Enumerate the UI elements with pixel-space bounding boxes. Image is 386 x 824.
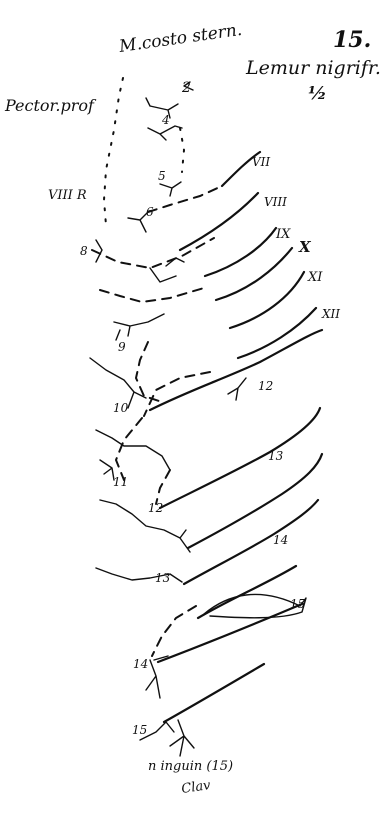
nerve-6-main bbox=[148, 186, 222, 212]
rib-vii bbox=[222, 152, 260, 186]
nerve-inguin-branch bbox=[170, 720, 194, 756]
nerve-10-dash bbox=[136, 342, 162, 402]
rib-xi bbox=[230, 272, 304, 328]
scale-label: ½ bbox=[308, 83, 327, 104]
nerve-number-13-inner: 13 bbox=[155, 571, 171, 585]
rib-xii bbox=[238, 308, 316, 358]
nerve-costo-stern-dots bbox=[104, 78, 123, 225]
rib-ix bbox=[205, 228, 276, 276]
nerve-number-12-outer: 12 bbox=[258, 379, 273, 393]
nerve-13-branch bbox=[100, 500, 190, 552]
nerve-number-14-inner: 14 bbox=[133, 657, 148, 671]
nerve-number-15-inner: 15 bbox=[132, 723, 147, 737]
label-clav: Clav bbox=[180, 778, 212, 797]
nerve-number-14-outer: 14 bbox=[273, 533, 288, 547]
label-viii-r: VIII R bbox=[48, 188, 87, 203]
figure-number: 15. bbox=[333, 27, 371, 53]
nerve-number-10: 10 bbox=[113, 401, 129, 415]
rib-label-xi: XI bbox=[307, 270, 323, 285]
nerve-12-branch bbox=[228, 378, 246, 400]
nerve-4-dots bbox=[180, 128, 184, 172]
rib-label-x: X bbox=[298, 238, 312, 256]
label-pector-prof: Pector.prof bbox=[4, 96, 97, 115]
nerve-number-5: 5 bbox=[158, 169, 166, 183]
rib-viii bbox=[180, 193, 258, 250]
nerve-11-dash bbox=[144, 372, 210, 416]
nerve-8-dash bbox=[92, 238, 214, 268]
rib-label-viii: VIII bbox=[264, 195, 287, 209]
nerve-5-branch bbox=[160, 182, 181, 196]
rib-13 bbox=[160, 408, 320, 508]
nerve-14-dash bbox=[152, 606, 196, 656]
rib-x bbox=[216, 248, 292, 300]
nerve-inguin bbox=[164, 664, 264, 722]
nerve-12-dash bbox=[116, 418, 142, 480]
label-m-costo-stern: M.costo stern. bbox=[117, 20, 243, 57]
nerve-9-dash bbox=[100, 288, 204, 302]
rib-15-lower bbox=[158, 604, 302, 662]
nerve-4-branch bbox=[148, 126, 182, 140]
rib-label-ix: IX bbox=[275, 227, 291, 242]
species-label: Lemur nigrifr. bbox=[245, 57, 381, 79]
rib-14 bbox=[188, 454, 322, 548]
nerve-13-dash bbox=[156, 470, 170, 504]
rib-label-xii: XII bbox=[321, 307, 340, 321]
nerve-number-11: 11 bbox=[113, 475, 128, 489]
nerve-11-branch bbox=[96, 430, 170, 480]
nerve-number-4: 4 bbox=[161, 113, 170, 127]
nerve-number-9: 9 bbox=[118, 340, 126, 354]
nerve-number-8: 8 bbox=[80, 244, 88, 258]
label-n-inguin: n inguin (15) bbox=[148, 759, 233, 774]
nerve-9-branch bbox=[114, 314, 164, 340]
nerve-6-branch bbox=[128, 212, 148, 232]
rib-15 bbox=[198, 566, 296, 618]
